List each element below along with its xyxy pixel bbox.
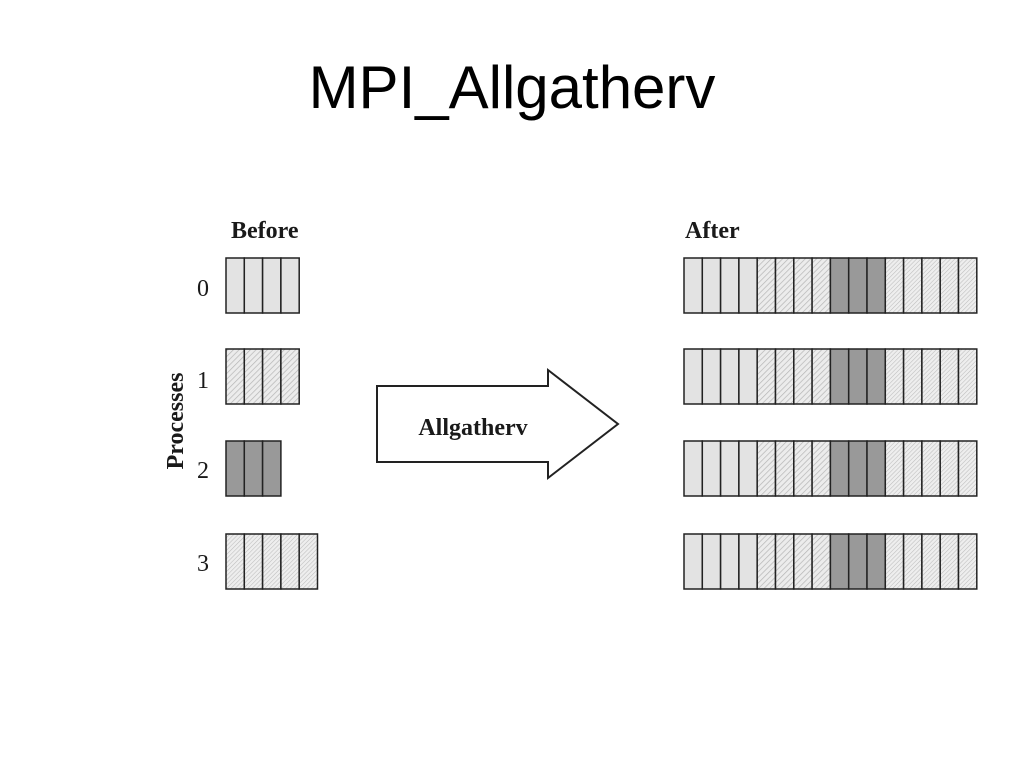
after-row3-block-p1-0 bbox=[756, 533, 777, 590]
before-p0-block-p0-3 bbox=[280, 257, 300, 314]
after-row3-block-p3-4 bbox=[957, 533, 978, 590]
before-p0-block-p0-1 bbox=[243, 257, 264, 314]
after-row2-block-p1-1 bbox=[774, 440, 795, 497]
after-row3-block-p0-0 bbox=[683, 533, 704, 590]
after-row3-block-p2-0 bbox=[829, 533, 850, 590]
after-row3-block-p3-2 bbox=[921, 533, 941, 590]
processes-axis-label: Processes bbox=[163, 373, 189, 470]
after-row2-block-p1-0 bbox=[756, 440, 777, 497]
after-row0-block-p3-0 bbox=[884, 257, 905, 314]
after-row1-block-p1-1 bbox=[774, 348, 795, 405]
after-row1-block-p0-2 bbox=[719, 348, 740, 405]
after-row0-block-p3-4 bbox=[957, 257, 978, 314]
after-row3-block-p0-2 bbox=[719, 533, 740, 590]
after-row3-block-p2-1 bbox=[847, 533, 868, 590]
after-row3-block-p1-2 bbox=[793, 533, 813, 590]
process-id-1: 1 bbox=[197, 368, 209, 394]
before-p3-block-p3-0 bbox=[225, 533, 246, 590]
after-row1-block-p1-3 bbox=[811, 348, 832, 405]
before-p3-block-p3-4 bbox=[298, 533, 319, 590]
before-p1-block-p1-2 bbox=[261, 348, 282, 405]
after-row2-block-p2-1 bbox=[847, 440, 868, 497]
before-label: Before bbox=[231, 218, 299, 244]
after-row2-block-p1-2 bbox=[793, 440, 813, 497]
after-row0-block-p2-0 bbox=[829, 257, 850, 314]
before-p3-block-p3-3 bbox=[280, 533, 300, 590]
after-row2-block-p3-1 bbox=[902, 440, 923, 497]
after-row3-block-p1-3 bbox=[811, 533, 832, 590]
after-row1-block-p3-4 bbox=[957, 348, 978, 405]
after-row1-block-p1-0 bbox=[756, 348, 777, 405]
before-buffers bbox=[225, 257, 319, 590]
process-id-0: 0 bbox=[197, 276, 209, 302]
after-row0-block-p0-1 bbox=[701, 257, 722, 314]
after-row2-block-p3-0 bbox=[884, 440, 905, 497]
after-row0-block-p1-0 bbox=[756, 257, 777, 314]
after-row1-block-p3-2 bbox=[921, 348, 941, 405]
after-row3-block-p3-3 bbox=[939, 533, 960, 590]
after-row0-block-p0-2 bbox=[719, 257, 740, 314]
before-p1-block-p1-3 bbox=[280, 348, 300, 405]
after-row0-block-p0-3 bbox=[738, 257, 758, 314]
after-row2-block-p3-3 bbox=[939, 440, 960, 497]
arrow-label: Allgatherv bbox=[418, 415, 527, 441]
after-row0-block-p3-1 bbox=[902, 257, 923, 314]
after-row0-block-p1-2 bbox=[793, 257, 813, 314]
after-row3-block-p1-1 bbox=[774, 533, 795, 590]
after-row2-block-p3-2 bbox=[921, 440, 941, 497]
after-row1-block-p2-0 bbox=[829, 348, 850, 405]
arrow-shape bbox=[376, 367, 620, 481]
after-row2-block-p0-0 bbox=[683, 440, 704, 497]
after-row0-block-p1-3 bbox=[811, 257, 832, 314]
after-row0-block-p3-2 bbox=[921, 257, 941, 314]
after-row3-block-p3-1 bbox=[902, 533, 923, 590]
after-row1-block-p2-1 bbox=[847, 348, 868, 405]
before-p1-block-p1-0 bbox=[225, 348, 246, 405]
before-p3-block-p3-1 bbox=[243, 533, 264, 590]
after-row1-block-p0-0 bbox=[683, 348, 704, 405]
after-label: After bbox=[685, 218, 740, 244]
after-row0-block-p1-1 bbox=[774, 257, 795, 314]
after-row2-block-p2-2 bbox=[866, 440, 887, 497]
after-row1-block-p0-1 bbox=[701, 348, 722, 405]
after-row0-block-p0-0 bbox=[683, 257, 704, 314]
process-id-2: 2 bbox=[197, 458, 209, 484]
after-row1-block-p0-3 bbox=[738, 348, 758, 405]
before-p1-block-p1-1 bbox=[243, 348, 264, 405]
after-row2-block-p2-0 bbox=[829, 440, 850, 497]
after-row1-block-p1-2 bbox=[793, 348, 813, 405]
after-row1-block-p2-2 bbox=[866, 348, 887, 405]
after-row1-block-p3-3 bbox=[939, 348, 960, 405]
after-row3-block-p2-2 bbox=[866, 533, 887, 590]
after-row2-block-p0-3 bbox=[738, 440, 758, 497]
process-id-labels: 0 1 2 3 bbox=[197, 276, 209, 577]
after-buffers bbox=[683, 257, 978, 590]
after-row2-block-p0-2 bbox=[719, 440, 740, 497]
after-row0-block-p2-2 bbox=[866, 257, 887, 314]
after-row2-block-p1-3 bbox=[811, 440, 832, 497]
after-row3-block-p0-1 bbox=[701, 533, 722, 590]
after-row1-block-p3-0 bbox=[884, 348, 905, 405]
before-p2-block-p2-2 bbox=[261, 440, 282, 497]
slide-title: MPI_Allgatherv bbox=[308, 54, 716, 121]
after-row0-block-p2-1 bbox=[847, 257, 868, 314]
after-row2-block-p3-4 bbox=[957, 440, 978, 497]
before-p0-block-p0-2 bbox=[261, 257, 282, 314]
before-p0-block-p0-0 bbox=[225, 257, 246, 314]
before-p3-block-p3-2 bbox=[261, 533, 282, 590]
allgatherv-arrow: Allgatherv bbox=[376, 367, 620, 481]
before-p2-block-p2-1 bbox=[243, 440, 264, 497]
after-row2-block-p0-1 bbox=[701, 440, 722, 497]
after-row3-block-p3-0 bbox=[884, 533, 905, 590]
after-row1-block-p3-1 bbox=[902, 348, 923, 405]
after-row3-block-p0-3 bbox=[738, 533, 758, 590]
before-p2-block-p2-0 bbox=[225, 440, 246, 497]
after-row0-block-p3-3 bbox=[939, 257, 960, 314]
process-id-3: 3 bbox=[197, 551, 209, 577]
